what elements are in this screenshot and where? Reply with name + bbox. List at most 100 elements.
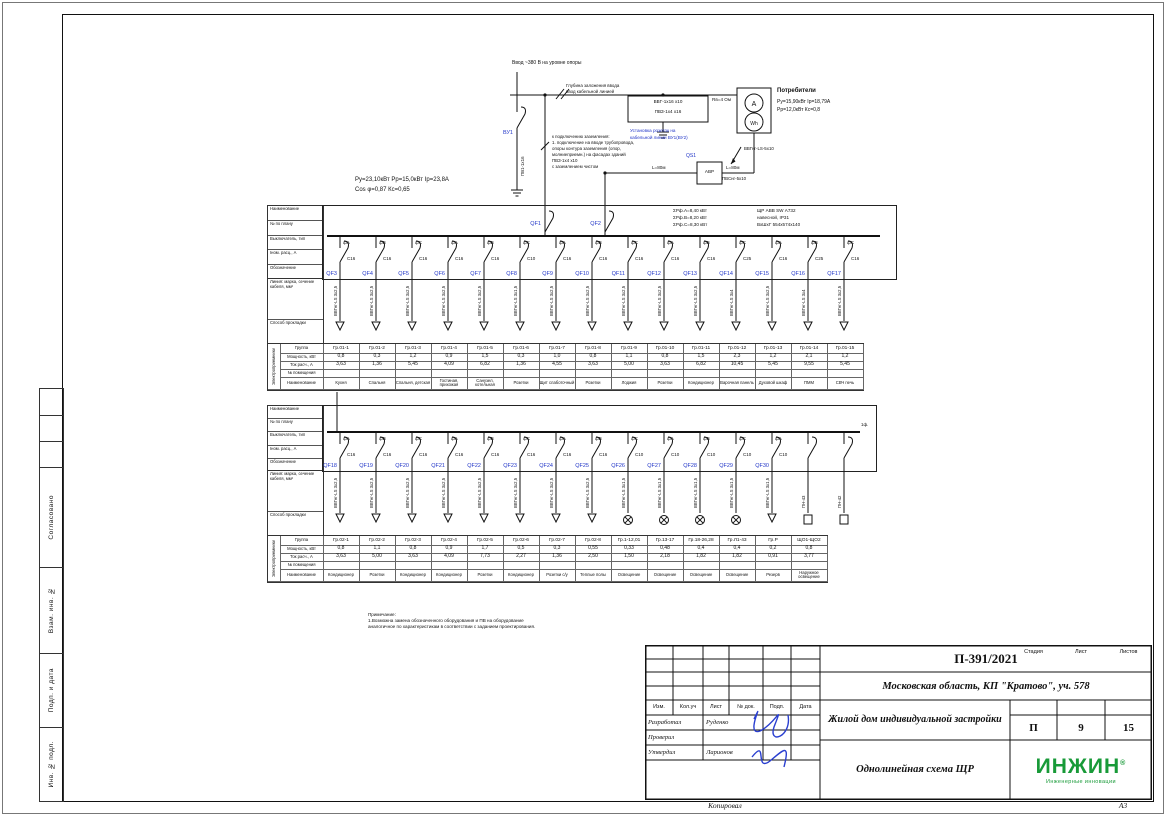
strip-cell [40, 415, 63, 442]
svg-text:С16: С16 [599, 452, 608, 457]
table-cell-power: 0,9 [431, 353, 468, 362]
svg-text:С10: С10 [779, 452, 788, 457]
table-cell-room [431, 561, 468, 570]
feed-breaker-1-label: QF1 [530, 221, 541, 227]
svg-text:ВВГнг-LS 3х2,5: ВВГнг-LS 3х2,5 [765, 285, 770, 316]
svg-text:С16: С16 [383, 256, 392, 261]
table-cell-current: 2,18 [647, 553, 684, 562]
table-cell-current: 3,63 [575, 361, 612, 370]
svg-text:ВВГнг-LS 3х2,5: ВВГнг-LS 3х2,5 [441, 477, 446, 508]
footer-kopiroval: Копировал [708, 801, 742, 810]
table-cell-room [503, 561, 540, 570]
table-cell-room [683, 369, 720, 378]
svg-text:С16: С16 [347, 452, 356, 457]
svg-text:С16: С16 [563, 256, 572, 261]
strip-label: Инв. № подл. [40, 727, 63, 802]
table-cell-current: 1,36 [503, 361, 540, 370]
table-cell-current: 2,50 [575, 553, 612, 562]
consumers-rot-label: Электроприемники [268, 344, 281, 390]
table-cell-current: 1,50 [611, 553, 648, 562]
svg-text:ВВГнг-LS 3х4: ВВГнг-LS 3х4 [729, 289, 734, 316]
svg-text:фС: фС [415, 436, 423, 441]
logo-subtitle: Инженерные инновации [1046, 778, 1116, 785]
table-cell-group: Гр.18-26,28 [683, 536, 720, 546]
svg-text:С16: С16 [419, 256, 428, 261]
depth-note-2: ввод кабельной линией [566, 89, 615, 94]
svg-text:QF4: QF4 [362, 271, 373, 277]
table-cell-name: Розетки [359, 569, 396, 582]
panel-info-right-line: ВхШхГ 554х574х140 [757, 222, 801, 227]
table-cell-power: 2,3 [719, 353, 756, 362]
table-cell-group: Гр.13-17 [647, 536, 684, 546]
svg-text:С16: С16 [383, 452, 392, 457]
svg-text:ВВГнг-LS 3х1,5: ВВГнг-LS 3х1,5 [657, 477, 662, 508]
table-cell-group: Гр.02-1 [323, 536, 360, 546]
table-cell-power: 1,7 [467, 545, 504, 554]
svg-text:ВВГнг-LS 3х2,5: ВВГнг-LS 3х2,5 [837, 285, 842, 316]
table-row-label: Ток расч., А [280, 361, 324, 370]
table-cell-group: Гр.Л1-43 [719, 536, 756, 546]
strip-label-text: Подп. и дата [48, 667, 55, 713]
svg-text:QF9: QF9 [542, 271, 553, 277]
panel-left-row: Способ прокладки [270, 512, 306, 518]
table-cell-current: 3,63 [323, 553, 360, 562]
table-row-label: № помещения [280, 369, 324, 378]
svg-text:QF14: QF14 [719, 271, 733, 277]
svg-text:фВ: фВ [487, 240, 494, 245]
strip-label: Согласовано [40, 467, 63, 568]
svg-text:фВ: фВ [595, 436, 602, 441]
svg-text:С10: С10 [707, 452, 716, 457]
table-cell-group: Гр.01-1 [323, 344, 360, 354]
table-cell-power: 0,3 [503, 353, 540, 362]
table-cell-current: 3,77 [791, 553, 828, 562]
table-cell-power: 1,5 [683, 353, 720, 362]
svg-text:QF16: QF16 [791, 271, 805, 277]
table-cell-current: 6,82 [467, 361, 504, 370]
svg-text:С16: С16 [599, 256, 608, 261]
panel-bus [327, 235, 880, 237]
table-cell-room [647, 369, 684, 378]
title-block-grid [645, 645, 1152, 800]
table-cell-name: Санузел, котельная [467, 377, 504, 390]
svg-text:фС: фС [415, 240, 423, 245]
table-cell-name: СВЧ печь [827, 377, 864, 390]
svg-text:фВ: фВ [811, 240, 818, 245]
svg-text:С25: С25 [743, 256, 752, 261]
table-cell-name: Розетки [503, 377, 540, 390]
table-cell-name: Резерв [755, 569, 792, 582]
project-location: Московская область, КП "Кратово", уч. 57… [882, 680, 1090, 692]
panel-info-right-line: навесной, IP31 [757, 215, 789, 220]
table-row-label: Наименование [280, 569, 324, 582]
table-cell-room [359, 369, 396, 378]
svg-text:QF15: QF15 [755, 271, 769, 277]
drawing-frame [62, 14, 1154, 802]
table-cell-group: ЩО1-ЩО2 [791, 536, 828, 546]
table-cell-room [539, 561, 576, 570]
table-cell-power: 0,8 [647, 353, 684, 362]
svg-text:QF11: QF11 [612, 271, 625, 277]
drawing-name: Однолинейная схема ЩР [856, 763, 974, 775]
tb-col-header: Дата [799, 704, 812, 710]
table-cell-name: Теплые полы [575, 569, 612, 582]
signer-name: Руденко [706, 719, 729, 726]
params-line1: Ру=23,10кВт Рр=15,0кВт Iр=23,8А [355, 177, 449, 183]
svg-text:ПН-43: ПН-43 [801, 495, 806, 508]
table-cell-power: 0,9 [431, 545, 468, 554]
table-cell-current: 1,36 [539, 553, 576, 562]
table-cell-group: Гр.02-6 [503, 536, 540, 546]
table-cell-power: 0,3 [359, 353, 396, 362]
company-logo: ИНЖИН® Инженерные инновации [1010, 740, 1152, 800]
table-cell-group: Гр.01-5 [467, 344, 504, 354]
table-cell-room [755, 561, 792, 570]
notes-block: Примечание: 1.Возможна замена обозначенн… [368, 612, 535, 630]
